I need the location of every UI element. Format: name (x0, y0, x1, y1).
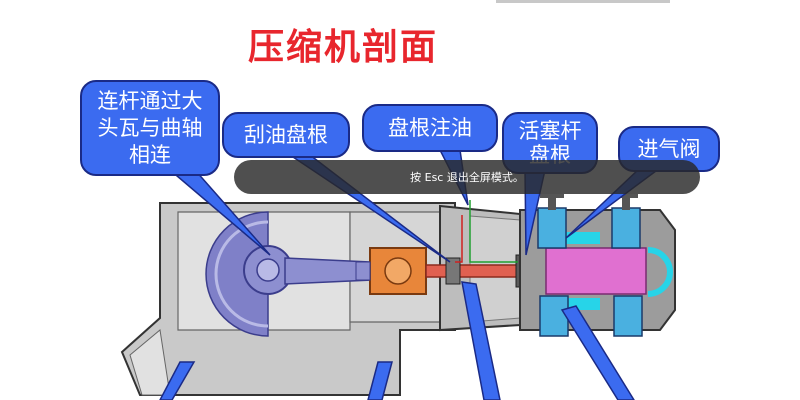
top-scrollbar (496, 0, 670, 3)
callout-oil-scraper-packing: 刮油盘根 (222, 112, 350, 158)
fullscreen-exit-hint: 按 Esc 退出全屏模式。 (234, 160, 700, 194)
callout-connecting-rod: 连杆通过大头瓦与曲轴相连 (80, 80, 220, 176)
crank-assembly (205, 211, 373, 337)
crosshead (355, 247, 427, 295)
valves (537, 194, 643, 337)
callout-packing-oil-injection: 盘根注油 (362, 104, 498, 152)
diagram-title: 压缩机剖面 (247, 26, 438, 68)
oil-lines (455, 200, 518, 263)
